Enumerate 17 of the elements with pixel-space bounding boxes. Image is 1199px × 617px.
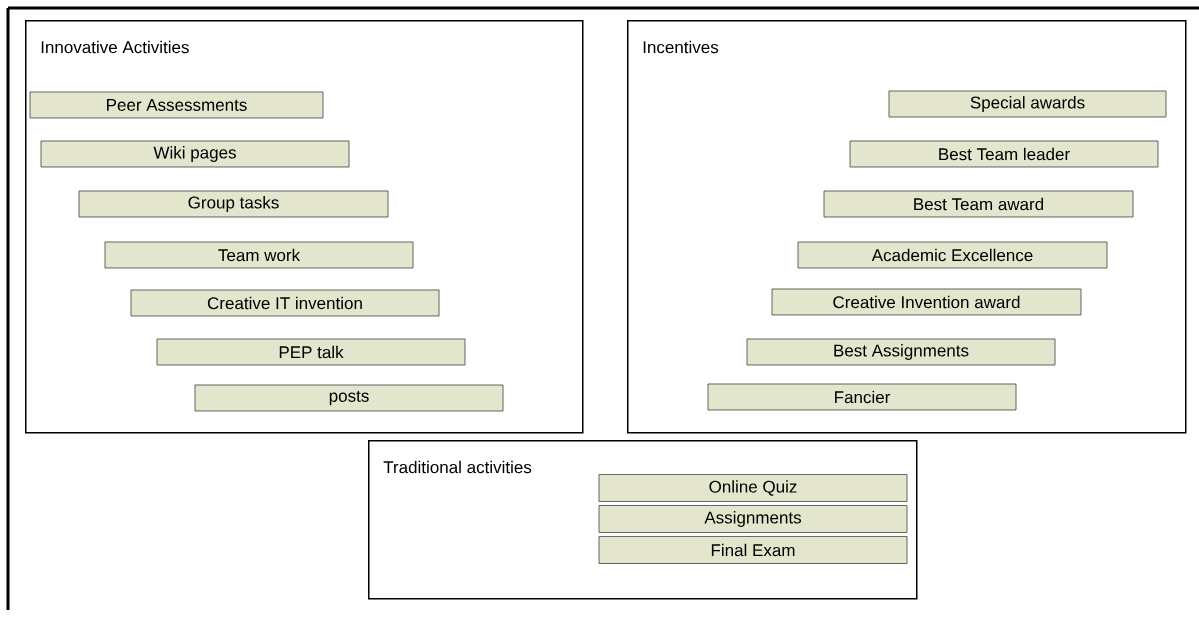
item-box: Final Exam	[598, 536, 908, 564]
item-box: Peer Assessments	[29, 91, 324, 119]
item-box: PEP talk	[156, 338, 466, 366]
item-box: Wiki pages	[40, 140, 350, 168]
item-box: posts	[194, 384, 504, 412]
item-box: Best Assignments	[746, 338, 1056, 366]
item-box: Creative Invention award	[771, 288, 1082, 316]
item-box: Academic Excellence	[797, 241, 1108, 269]
item-box: Best Team leader	[849, 140, 1159, 168]
item-box: Team work	[104, 241, 414, 269]
item-box: Assignments	[598, 505, 908, 533]
item-box: Fancier	[707, 383, 1017, 411]
item-box: Online Quiz	[598, 474, 908, 502]
item-box: Best Team award	[823, 190, 1134, 218]
item-box: Special awards	[888, 90, 1167, 118]
item-box: Group tasks	[78, 190, 389, 218]
item-box: Creative IT invention	[130, 289, 440, 317]
